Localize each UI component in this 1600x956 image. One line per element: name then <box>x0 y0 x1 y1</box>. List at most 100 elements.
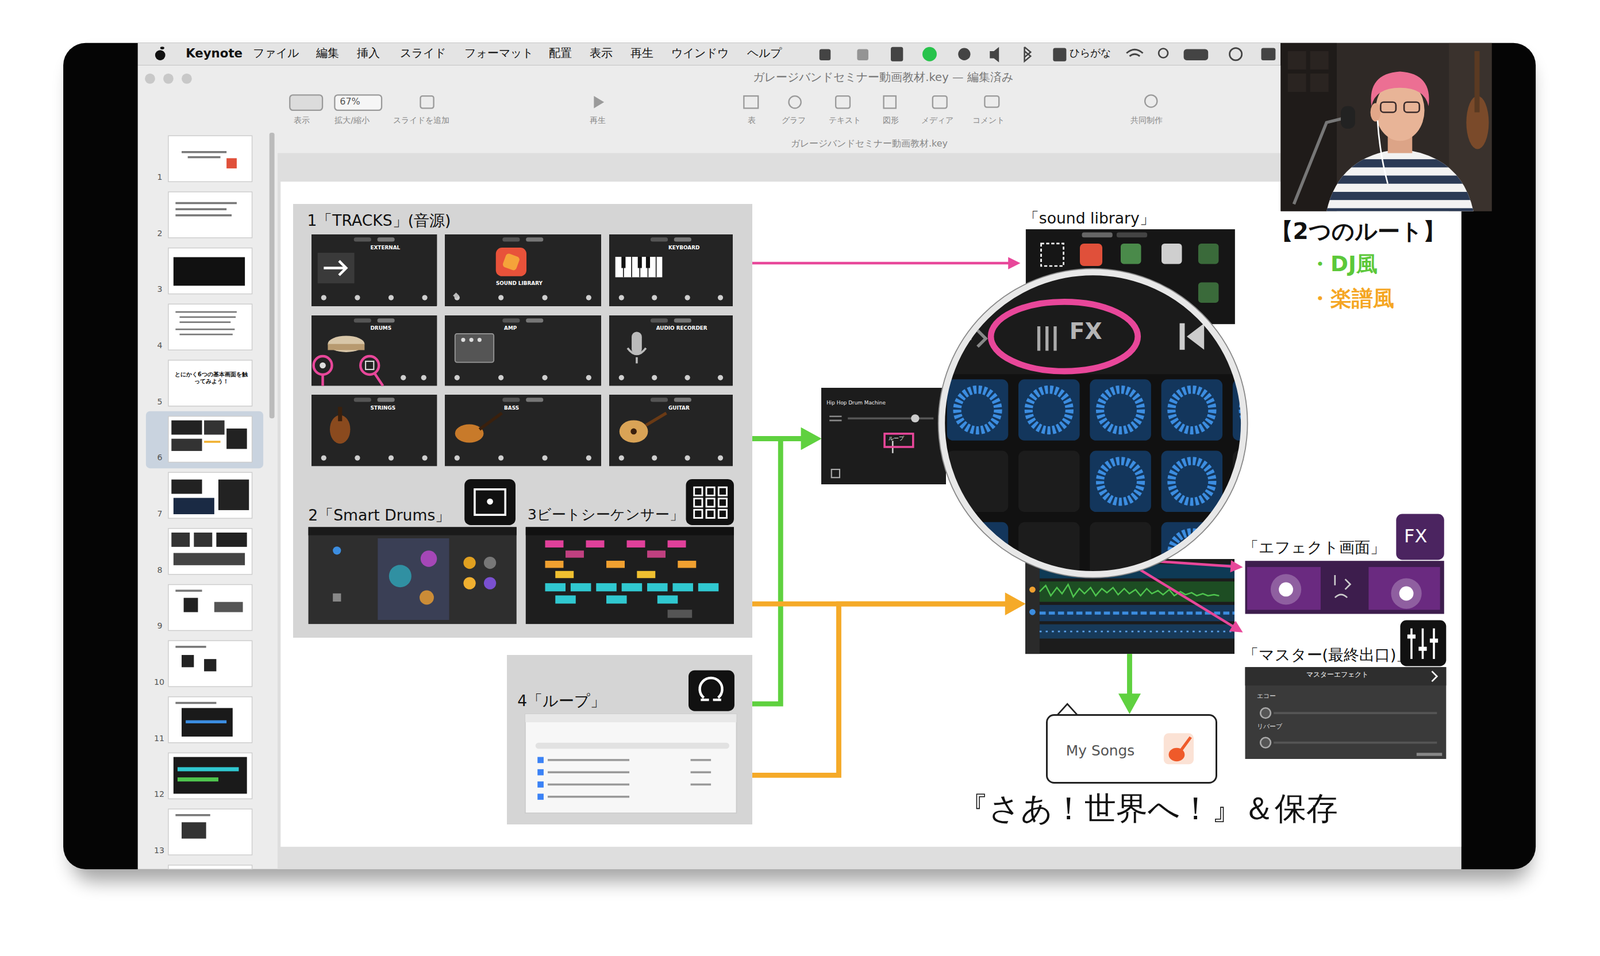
toolbar-text: 67% <box>339 95 361 107</box>
slide-number: 4 <box>156 340 163 351</box>
connector-arrow <box>752 593 1026 776</box>
node-text: 「エフェクト画面」 <box>1243 538 1386 557</box>
screen-illustration <box>444 234 602 306</box>
toolbar-text: ガレージバンドセミナー動画教材.key <box>790 137 948 149</box>
node-text: リバーブ <box>1256 723 1283 732</box>
menu-item: フォーマット <box>464 45 534 61</box>
slide-number: 3 <box>156 284 163 295</box>
instrument-tile: KEYBOARD <box>609 234 733 306</box>
arrowhead <box>1005 593 1026 616</box>
toolbar-text: 拡大/縮小 <box>334 115 370 126</box>
group-panel: 1「TRACKS」(音源) EXTERNAL SOUND LIBRARY KEYBOA… <box>293 204 753 638</box>
instrument-tile: SOUND LIBRARY <box>444 234 602 306</box>
node-text: ループ <box>888 435 905 442</box>
toolbar-text: ガレージバンドセミナー動画教材.key — 編集済み <box>752 70 1013 84</box>
screen-card: 2「Smart Drums」 <box>306 479 519 627</box>
slide-number: 2 <box>156 228 163 239</box>
arrowhead <box>1230 560 1244 573</box>
slide-text: ・楽譜風 <box>1309 285 1395 312</box>
instrument-tile: STRINGS <box>311 394 437 467</box>
toolbar-text: スライドを追加 <box>393 115 450 126</box>
screen-card: Hip Hop Drum Machine ループ <box>821 387 946 486</box>
node-text: STRINGS <box>370 405 396 412</box>
screen-card: 3ビートシーケンサー」 <box>524 479 736 627</box>
menu-item: ファイル <box>252 45 299 61</box>
node-text: DRUMS <box>370 325 392 332</box>
node-text: 1「TRACKS」(音源) <box>306 211 451 230</box>
slide-number: 12 <box>154 789 165 800</box>
slide-number: 1 <box>156 172 163 183</box>
slide-number: 13 <box>154 845 165 856</box>
toolbar-text: テキスト <box>828 115 861 126</box>
connector-line <box>1127 654 1133 698</box>
node-text: 4「ループ」 <box>517 691 606 711</box>
slide-text: ・DJ風 <box>1309 251 1378 278</box>
toolbar-text: コメント <box>972 115 1005 126</box>
screen-illustration <box>1243 618 1448 762</box>
slide-text: 『さあ！世界へ！』＆保存 <box>956 789 1338 828</box>
instrument-tile: GUITAR <box>609 394 733 467</box>
toolbar-text: 表 <box>747 115 756 126</box>
slide-number: 11 <box>154 733 165 744</box>
slide-number: 10 <box>154 677 165 688</box>
node-text: BASS <box>504 405 519 412</box>
connector-arrow <box>1118 654 1141 715</box>
instrument-tile: EXTERNAL <box>311 234 437 306</box>
node-text: KEYBOARD <box>668 244 700 252</box>
node-text: My Songs <box>1066 742 1135 760</box>
magnifier-circle: FX <box>936 267 1249 580</box>
slide-number: 6 <box>156 452 163 463</box>
connector-line <box>752 438 806 705</box>
connector-arrow <box>752 427 822 705</box>
node-text: FX <box>1404 525 1428 548</box>
screen-illustration <box>936 267 1249 580</box>
menu-item: ヘルプ <box>747 45 782 61</box>
slide-number: 8 <box>156 565 163 576</box>
slide-text: とにかく6つの基本画面を触ってみよう！ <box>173 371 249 385</box>
toolbar-text: 再生 <box>589 115 606 126</box>
arrowhead <box>801 427 822 450</box>
screen-illustration <box>524 479 736 627</box>
screen-card: 「マスター(最終出口)」マスターエフェクトエコーリバーブ <box>1243 618 1448 762</box>
menu-item: スライド <box>400 45 446 61</box>
node-text: SOUND LIBRARY <box>495 280 543 287</box>
node-text: マスターエフェクト <box>1306 670 1369 680</box>
arrowhead <box>801 427 822 450</box>
menu-item: ひらがな <box>1069 47 1111 60</box>
node-text: GUITAR <box>668 405 690 412</box>
node-text: エコー <box>1256 693 1276 701</box>
node-text: EXTERNAL <box>370 244 400 252</box>
menu-item: 配置 <box>548 45 572 61</box>
node-text: AMP <box>504 325 517 332</box>
slide-number: 9 <box>156 621 163 632</box>
menu-item: 編集 <box>316 45 340 61</box>
arrowhead <box>1008 256 1021 269</box>
output-box: My Songs <box>1045 714 1218 784</box>
screen-card: 「エフェクト画面」 FX <box>1243 512 1448 617</box>
node-text: 3ビートシーケンサー」 <box>527 506 684 524</box>
group-panel: 4「ループ」 <box>506 655 752 825</box>
instrument-tile: AUDIO RECORDER <box>609 315 733 387</box>
toolbar-text: 表示 <box>293 115 310 126</box>
instrument-tile: DRUMS <box>311 315 437 387</box>
node-text: Hip Hop Drum Machine <box>826 400 886 407</box>
node-text: FX <box>1069 318 1103 346</box>
menu-item: 表示 <box>589 45 613 61</box>
screen-illustration <box>444 315 602 387</box>
screen-illustration <box>444 394 602 467</box>
instrument-tile: AMP <box>444 315 602 387</box>
toolbar-text: グラフ <box>781 115 806 126</box>
arrowhead <box>1005 593 1026 616</box>
slide-number: 5 <box>156 397 163 407</box>
menu-item: 挿入 <box>356 45 380 61</box>
node-text: 「sound library」 <box>1023 209 1156 228</box>
instrument-tile: BASS <box>444 394 602 467</box>
screen-illustration <box>506 655 752 825</box>
screen-illustration <box>306 479 519 627</box>
connector-line <box>752 604 1010 776</box>
menu-item: 再生 <box>630 45 654 61</box>
menu-item: ウインドウ <box>671 45 729 61</box>
slide-number: 7 <box>156 509 163 519</box>
node-text: 「マスター(最終出口)」 <box>1243 645 1413 665</box>
